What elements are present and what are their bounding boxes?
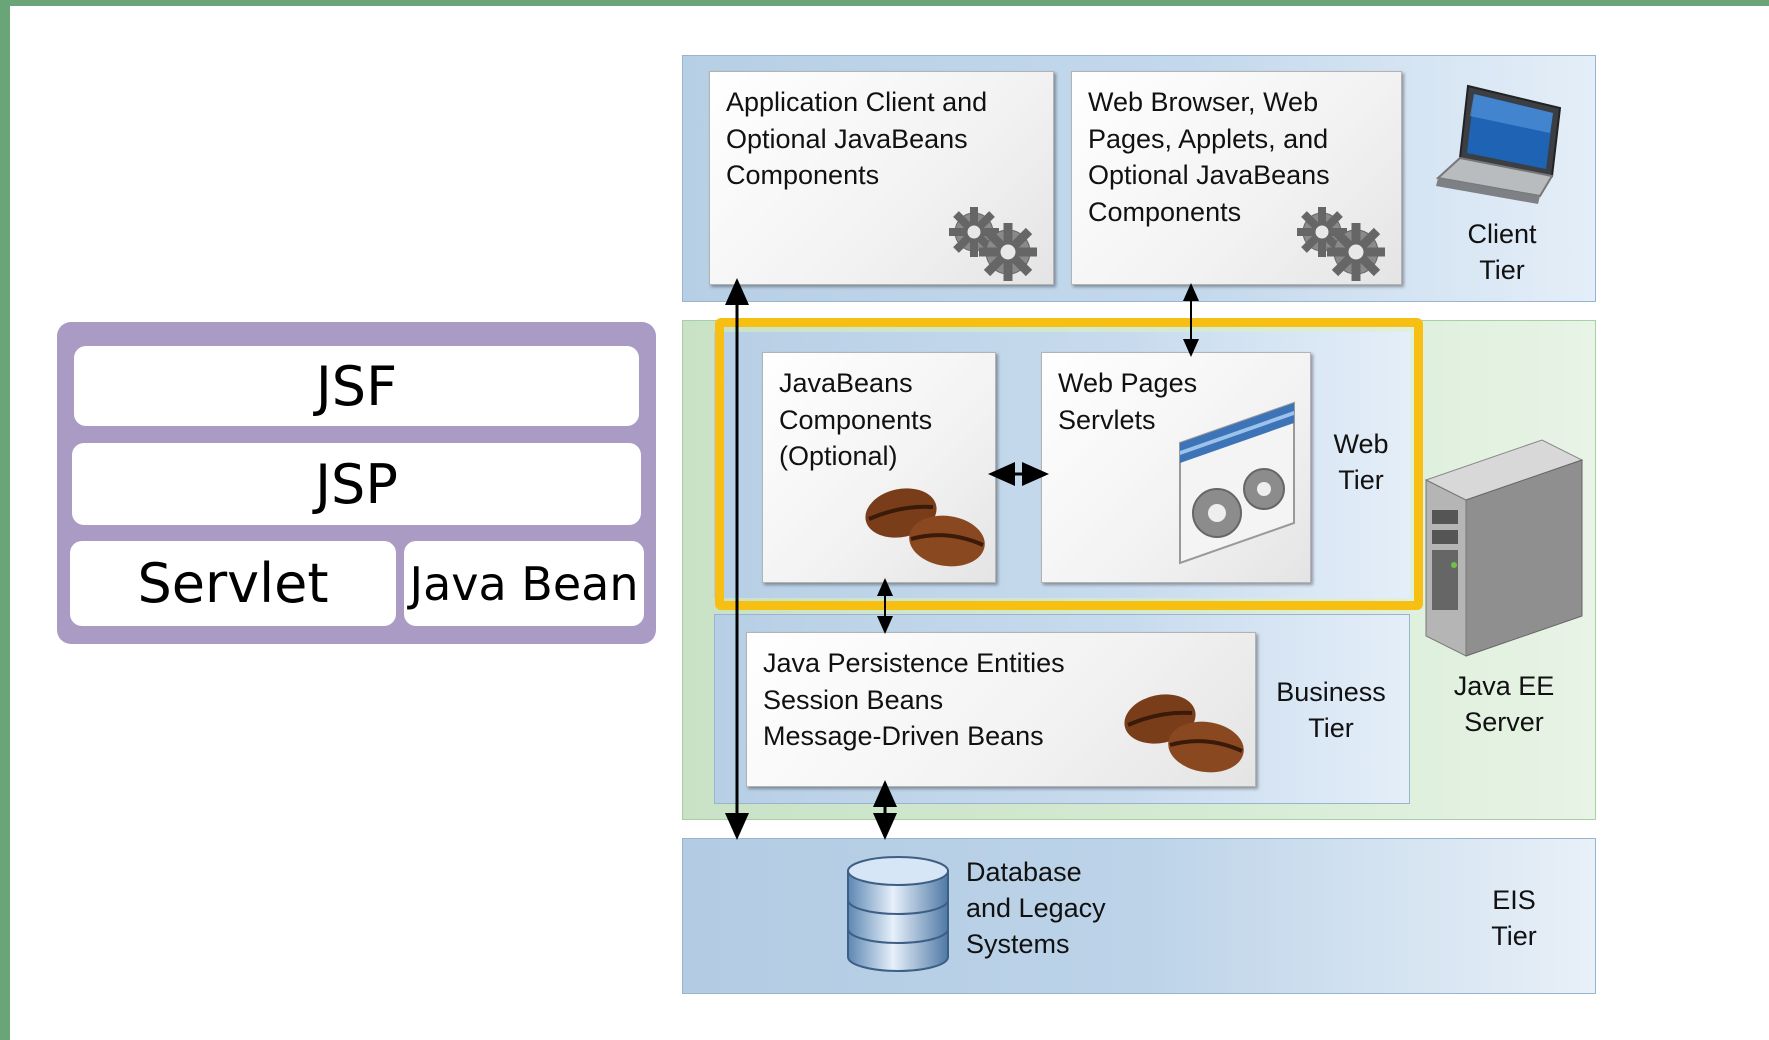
servlet-label: Servlet	[137, 552, 329, 615]
application-client-text: Application Client and Optional JavaBean…	[726, 87, 988, 190]
database-icon	[847, 856, 949, 972]
client-tier-label: Client Tier	[1467, 219, 1537, 285]
javabeans-text: JavaBeans Components (Optional)	[779, 368, 933, 471]
laptop-icon	[1435, 84, 1562, 204]
business-tier-label: Business Tier	[1276, 677, 1386, 743]
web-pages-text: Web Pages Servlets	[1058, 368, 1198, 435]
business-components: Java Persistence Entities Session Beans …	[746, 632, 1256, 787]
gears-icon	[949, 207, 1037, 281]
java-ee-server-label: Java EE Server	[1453, 671, 1555, 737]
web-tier-label: Web Tier	[1333, 429, 1389, 495]
jsf-layer: JSF	[74, 346, 639, 426]
technology-stack: JSF JSP Servlet Java Bean	[57, 322, 656, 644]
gears-icon	[1297, 207, 1385, 281]
coffee-beans-icon	[1124, 694, 1244, 773]
javabeans-component: JavaBeans Components (Optional)	[762, 352, 996, 583]
business-components-text: Java Persistence Entities Session Beans …	[763, 648, 1065, 751]
web-page-gears-icon	[1179, 401, 1295, 565]
jsf-label: JSF	[315, 354, 398, 418]
java-bean-label: Java Bean	[409, 556, 639, 611]
highlight-box	[715, 318, 1423, 610]
database-label: Database and Legacy Systems	[966, 857, 1106, 959]
web-browser-text: Web Browser, Web Pages, Applets, and Opt…	[1088, 87, 1330, 227]
servlet-layer: Servlet	[70, 541, 396, 626]
web-pages-servlets-component: Web Pages Servlets	[1041, 352, 1311, 583]
eis-tier-label: EIS Tier	[1491, 885, 1537, 951]
application-client-component: Application Client and Optional JavaBean…	[709, 71, 1054, 285]
web-browser-component: Web Browser, Web Pages, Applets, and Opt…	[1071, 71, 1402, 285]
coffee-beans-icon	[865, 488, 985, 567]
server-tower-icon	[1424, 439, 1584, 657]
jsp-layer: JSP	[72, 443, 641, 525]
jsp-label: JSP	[315, 452, 398, 516]
eis-tier	[682, 838, 1596, 994]
java-bean-layer: Java Bean	[404, 541, 644, 626]
